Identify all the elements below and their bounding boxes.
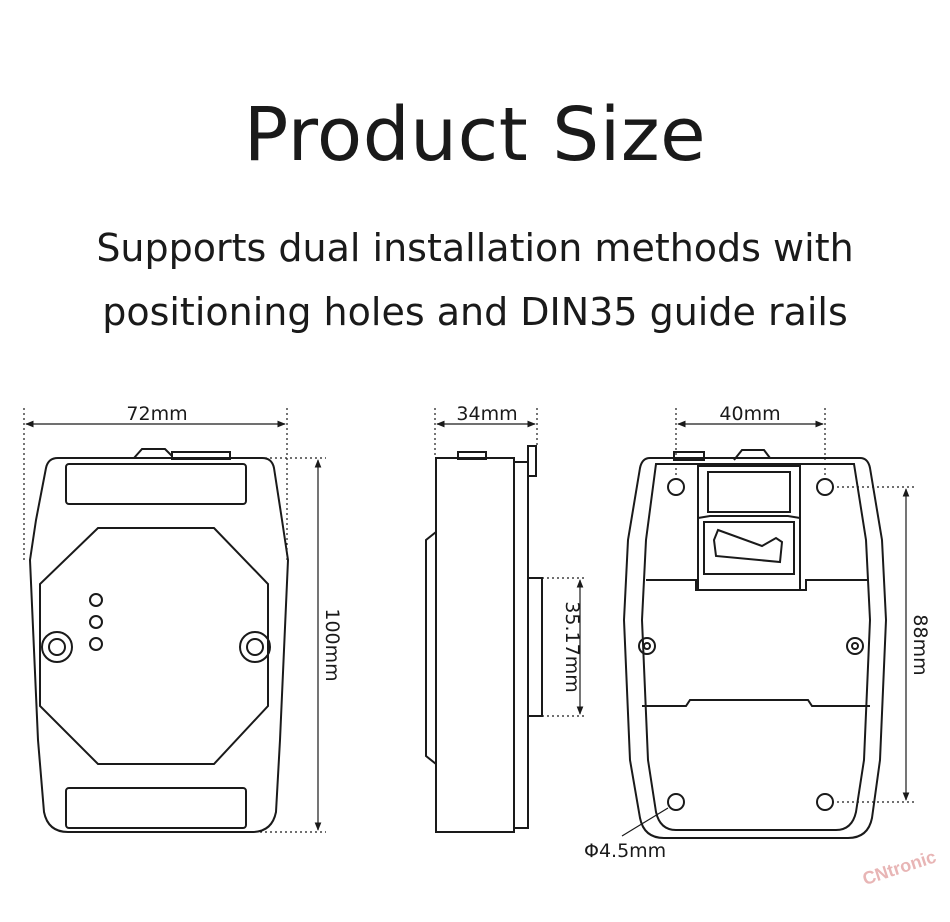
page-title: Product Size <box>243 92 707 178</box>
front-label-plate <box>39 527 269 765</box>
din-rail-clip-window <box>707 471 791 513</box>
led-1-icon <box>89 593 103 607</box>
front-view <box>28 448 290 833</box>
din-rail-clip <box>697 465 801 591</box>
front-right-screw-icon <box>239 631 271 663</box>
side-top-latch <box>527 445 537 477</box>
front-top-terminal <box>65 463 247 505</box>
back-top-tab <box>733 449 771 461</box>
subtitle-line-2: positioning holes and DIN35 guide rails <box>102 290 848 334</box>
din-rail-spring <box>703 521 795 575</box>
page-subtitle: Supports dual installation methods with … <box>0 216 950 344</box>
front-dimensions <box>23 408 326 833</box>
side-front-plate <box>425 531 437 765</box>
din-rail-latch-icon <box>712 528 784 564</box>
back-height-label: 88mm <box>909 614 931 675</box>
back-left-screw-icon <box>638 637 656 655</box>
back-hole-top-left-icon <box>667 478 685 496</box>
back-right-screw-icon <box>846 637 864 655</box>
back-top-connector <box>673 451 705 461</box>
subtitle-line-1: Supports dual installation methods with <box>96 226 854 270</box>
back-dimensions <box>621 408 914 837</box>
side-rail-label: 35.17mm <box>561 601 583 692</box>
back-view <box>622 449 888 839</box>
back-upper-tray-line <box>646 579 868 591</box>
side-view <box>425 445 543 833</box>
side-main-body <box>435 457 515 833</box>
front-body-outline <box>28 457 290 833</box>
side-back-plate <box>513 461 529 829</box>
back-hole-top-right-icon <box>816 478 834 496</box>
hole-diameter-label: Φ4.5mm <box>584 840 666 862</box>
back-body-outline <box>622 457 888 839</box>
side-din-rail-clip <box>527 577 543 717</box>
back-hole-bottom-left-icon <box>667 793 685 811</box>
front-top-tab <box>133 448 173 459</box>
side-depth-label: 34mm <box>456 403 517 425</box>
back-lower-tray-line <box>642 699 870 707</box>
front-bottom-terminal <box>65 787 247 829</box>
front-left-screw-icon <box>41 631 73 663</box>
led-3-icon <box>89 637 103 651</box>
back-hole-bottom-right-icon <box>816 793 834 811</box>
back-spacing-label: 40mm <box>719 403 780 425</box>
front-width-label: 72mm <box>126 403 187 425</box>
side-dimensions <box>434 408 584 717</box>
led-2-icon <box>89 615 103 629</box>
front-height-label: 100mm <box>321 608 343 681</box>
back-inner-outline <box>640 463 872 831</box>
